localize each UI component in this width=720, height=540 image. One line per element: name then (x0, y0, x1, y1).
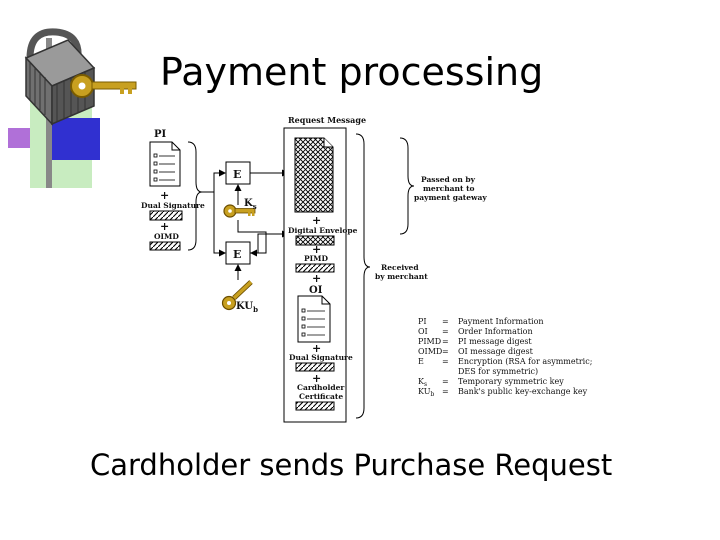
lock-shackle (26, 28, 82, 59)
ks-key-icon (223, 204, 256, 218)
legend-eq-2: = (442, 337, 449, 346)
legend-def-4: Encryption (RSA for asymmetric; (458, 357, 592, 366)
passed-line-1: Passed on by (421, 175, 476, 184)
left-dual-signature-block (149, 210, 183, 221)
legend-term-6: Ks (418, 377, 427, 388)
plus-3: + (312, 214, 321, 227)
left-dual-signature-label: Dual Signature (141, 201, 205, 210)
received-line-2: by merchant (375, 272, 428, 281)
plus-7: + (312, 372, 321, 385)
pi-label: PI (154, 129, 167, 140)
left-brace (187, 141, 203, 251)
legend-term-2: PIMD (418, 337, 441, 346)
lock-key-logo-icon (8, 28, 137, 188)
e2-to-envelope-arrow (250, 230, 289, 254)
plus-2: + (160, 220, 169, 233)
ks-to-e2-arrow (237, 220, 267, 257)
received-brace (355, 133, 371, 419)
legend-def-2: PI message digest (458, 337, 532, 346)
e2-label: E (233, 248, 241, 261)
encrypted-pi-corner (323, 138, 333, 148)
logo-blue-block (48, 118, 100, 160)
legend-eq-7: = (442, 387, 449, 396)
ks-label: Ks (244, 198, 257, 211)
legend-term-4: E (418, 357, 424, 366)
digital-envelope-block (295, 235, 335, 246)
oimd-left-block (149, 241, 181, 251)
gold-key (70, 74, 137, 98)
passed-line-3: payment gateway (414, 193, 487, 202)
oimd-left-label: OIMD (154, 232, 179, 241)
pimd-block (295, 263, 335, 273)
brace-to-e2-arrow (213, 192, 226, 257)
legend-term-3: OIMD (418, 347, 442, 356)
digital-envelope-label: Digital Envelope (288, 226, 358, 235)
payment-diagram: PI + Dual Signature + OIMD E Ks E KUb (141, 115, 592, 423)
pimd-label: PIMD (304, 254, 328, 263)
oi-document-icon (297, 295, 331, 343)
cardholder-label: Cardholder (297, 383, 345, 392)
legend-eq-3: = (442, 347, 449, 356)
legend-term-7: KUb (418, 387, 434, 398)
lock-body (24, 39, 96, 126)
right-dual-signature-label: Dual Signature (289, 353, 353, 362)
legend-eq-4: = (442, 357, 449, 366)
legend-def-7: Bank's public key-exchange key (458, 387, 588, 396)
certificate-label: Certificate (299, 392, 343, 401)
legend-eq-0: = (442, 317, 449, 326)
legend-def-5: DES for symmetric) (458, 367, 538, 376)
right-dual-signature-block (295, 362, 335, 372)
legend-def-3: OI message digest (458, 347, 534, 356)
certificate-block (295, 401, 335, 411)
legend-def-0: Payment Information (458, 317, 544, 326)
e1-label: E (233, 168, 241, 181)
legend-eq-6: = (442, 377, 449, 386)
plus-5: + (312, 272, 321, 285)
slide-caption: Cardholder sends Purchase Request (90, 448, 613, 482)
legend: PI = Payment Information OI = Order Info… (418, 317, 592, 398)
slide-title: Payment processing (160, 50, 544, 94)
legend-term-0: PI (418, 317, 427, 326)
legend-eq-1: = (442, 327, 449, 336)
kub-key-icon (221, 280, 253, 311)
encrypted-pi-document (294, 137, 334, 213)
legend-term-1: OI (418, 327, 428, 336)
legend-def-1: Order Information (458, 327, 533, 336)
plus-4: + (312, 243, 321, 256)
request-message-header: Request Message (288, 115, 366, 125)
plus-6: + (312, 342, 321, 355)
passed-line-2: merchant to (423, 184, 475, 193)
oi-label: OI (309, 285, 323, 296)
received-line-1: Received (381, 263, 419, 272)
plus-1: + (160, 189, 169, 202)
legend-def-6: Temporary symmetric key (458, 377, 564, 386)
passed-brace (399, 137, 415, 235)
kub-label: KUb (236, 301, 258, 314)
pi-document-icon (149, 141, 181, 187)
brace-to-e1-arrow (202, 169, 226, 193)
